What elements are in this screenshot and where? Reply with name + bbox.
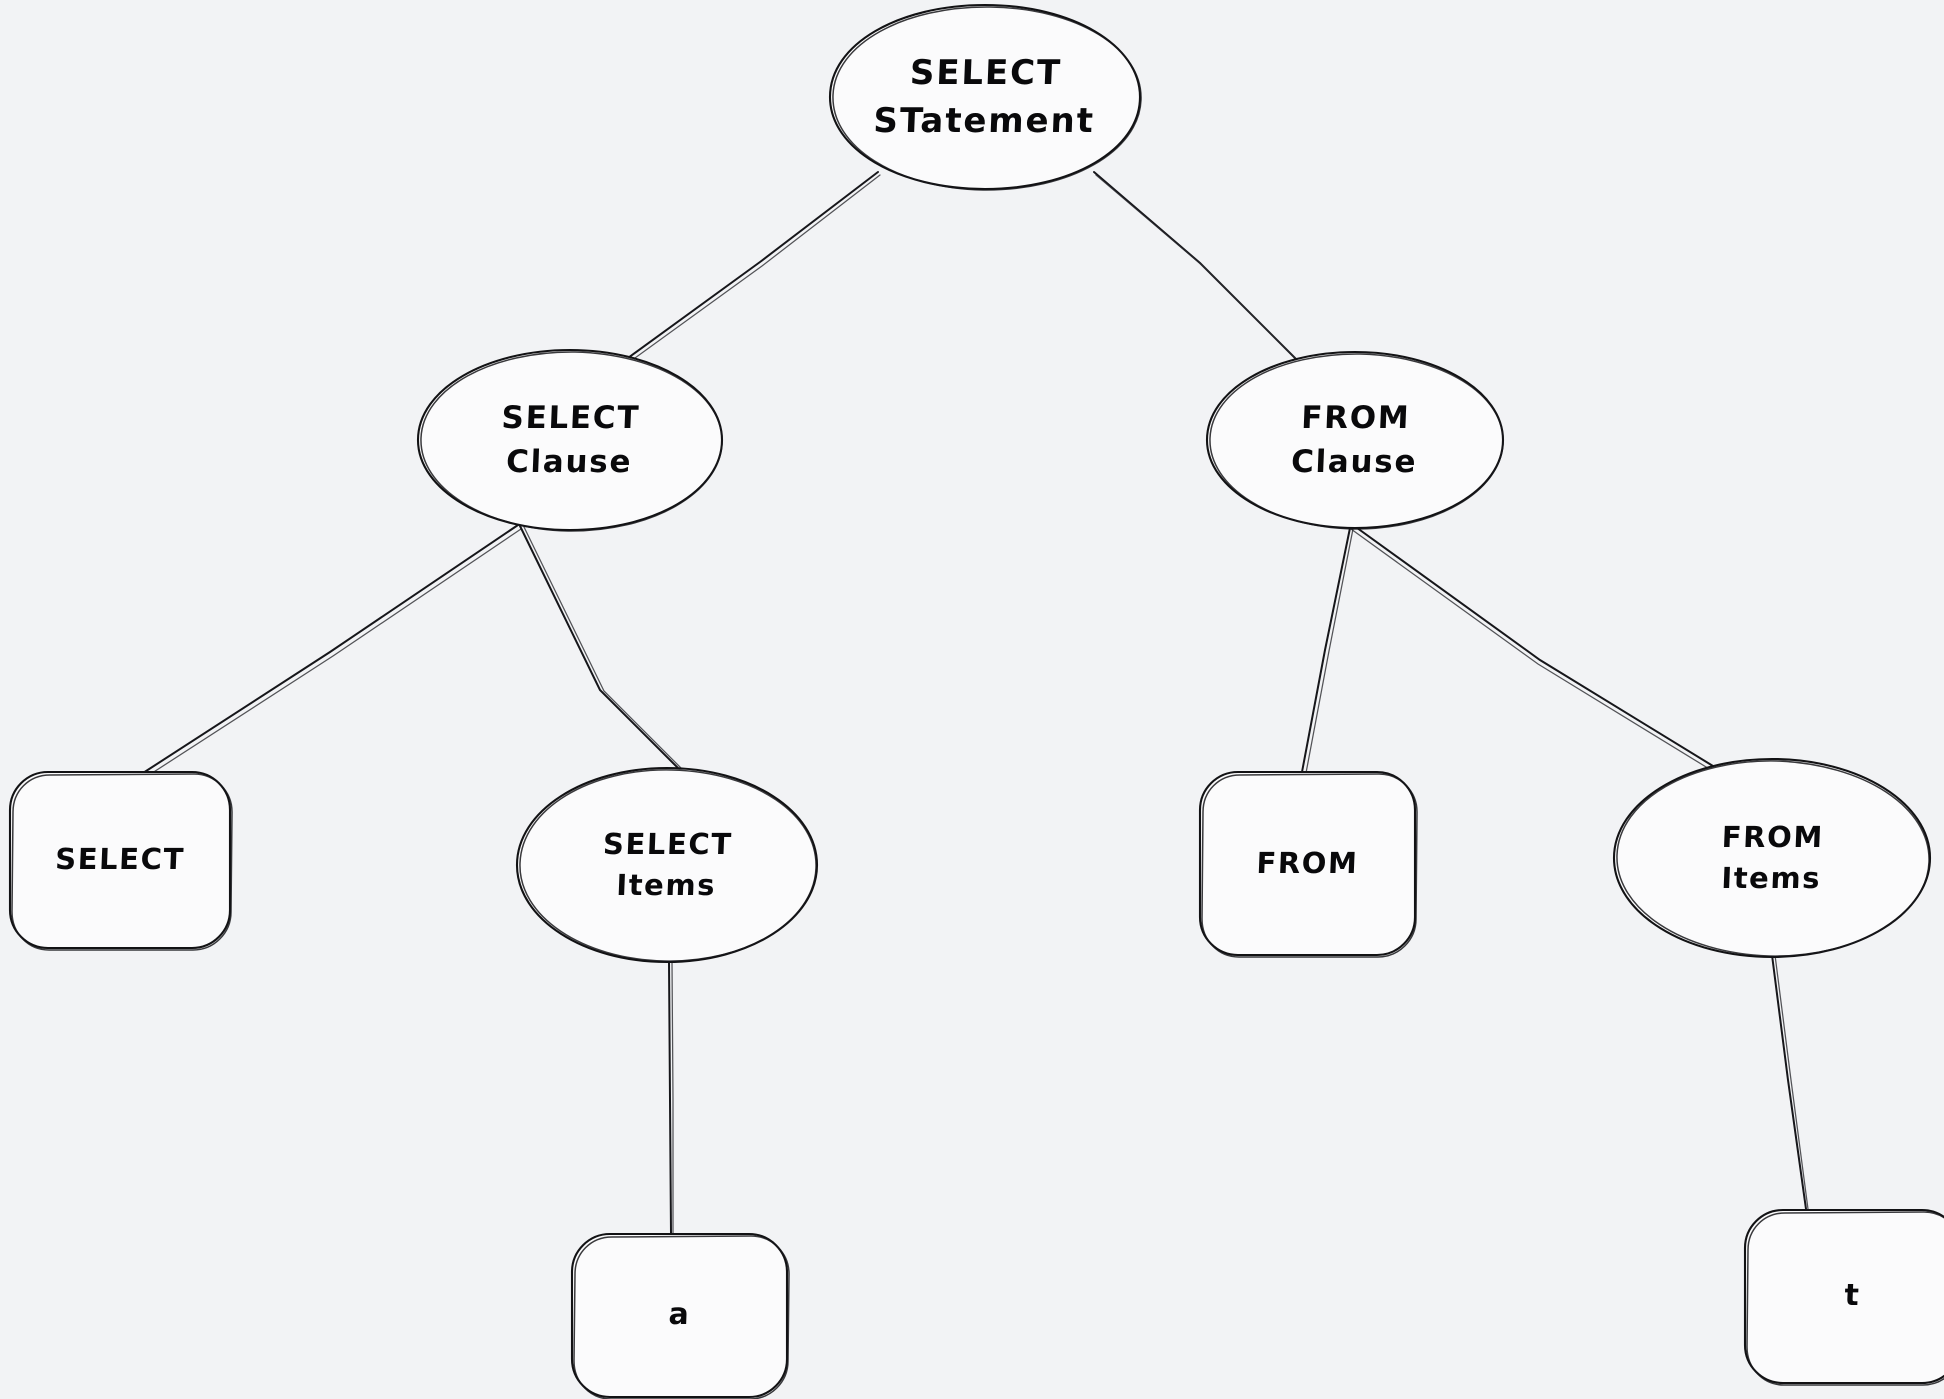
node-column-a[interactable]: [570, 1232, 790, 1399]
node-select-terminal[interactable]: [8, 770, 233, 951]
edge-from-clause-from-terminal: [1301, 527, 1354, 774]
node-from-items[interactable]: [1612, 757, 1932, 959]
node-from-clause[interactable]: [1205, 350, 1505, 530]
edge-select-clause-select-items: [519, 525, 683, 770]
edge-statement-from-clause: [1093, 171, 1300, 363]
edge-from-clause-from-items: [1350, 524, 1714, 771]
node-shape-layer: [8, 3, 1944, 1399]
node-select-statement[interactable]: [828, 3, 1142, 191]
node-select-clause[interactable]: [416, 348, 724, 532]
edge-layer: [142, 171, 1809, 1235]
node-from-terminal[interactable]: [1198, 770, 1418, 958]
edge-statement-select-clause: [620, 171, 881, 367]
edge-from-items-table-t: [1771, 954, 1809, 1210]
node-table-t[interactable]: [1743, 1208, 1944, 1386]
node-select-items[interactable]: [515, 766, 819, 964]
edge-select-clause-select-terminal: [142, 524, 522, 778]
edge-select-items-column-a: [668, 961, 674, 1235]
